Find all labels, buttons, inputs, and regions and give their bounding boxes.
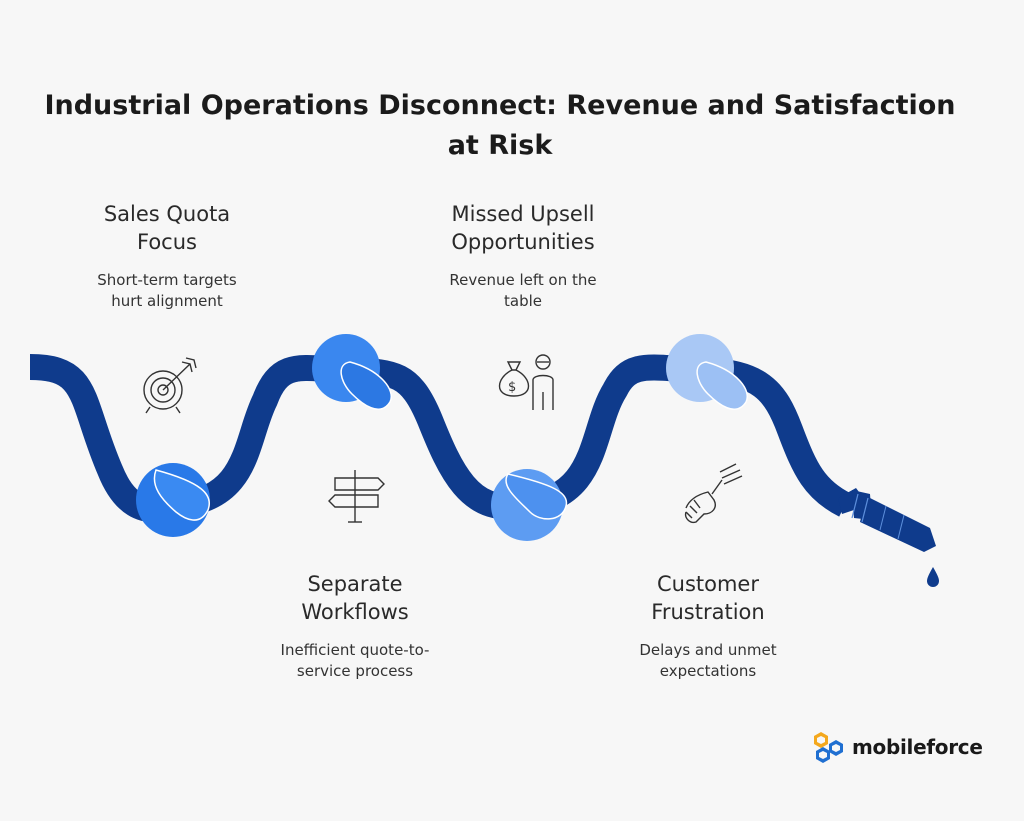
step-description: Short-term targets hurt alignment [97,271,237,310]
step-sales-quota-focus: Sales Quota Focus Short-term targets hur… [62,200,272,312]
logo-text: mobileforce [852,735,983,759]
step-separate-workflows: Separate Workflows Inefficient quote-to-… [250,570,460,682]
svg-text:$: $ [508,380,516,395]
money-bag-person-icon: $ [498,354,554,410]
knot-4 [666,334,748,410]
step-heading: Customer Frustration [651,572,765,624]
water-drop [927,567,939,587]
page-title: Industrial Operations Disconnect: Revenu… [44,90,956,161]
step-description: Revenue left on the table [449,271,597,310]
step-heading: Missed Upsell Opportunities [451,202,595,254]
knot-3 [491,469,568,541]
step-heading: Sales Quota Focus [103,202,231,254]
step-customer-frustration: Customer Frustration Delays and unmet ex… [603,570,813,682]
nozzle [838,488,936,552]
knot-2 [312,334,392,410]
step-description: Delays and unmet expectations [639,641,777,680]
step-missed-upsell: Missed Upsell Opportunities Revenue left… [408,200,638,312]
mobileforce-logo-icon [814,732,843,763]
step-heading: Separate Workflows [301,572,409,624]
target-icon [143,357,197,414]
signpost-icon [328,470,385,523]
step-description: Inefficient quote-to- service process [280,641,430,680]
knot-1 [136,463,210,537]
hand-fork-icon [684,463,743,524]
mobileforce-logo: mobileforce [812,729,983,765]
